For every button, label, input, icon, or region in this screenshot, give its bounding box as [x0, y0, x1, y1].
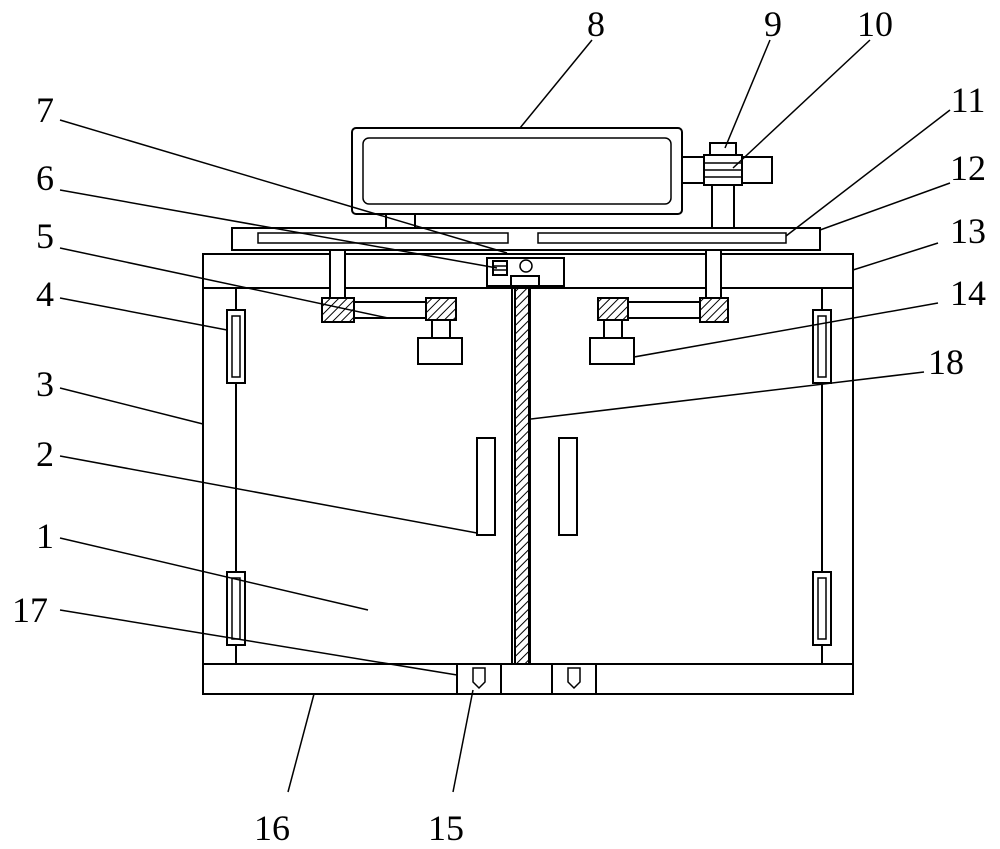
- callout-13: 13: [950, 211, 986, 251]
- callout-17: 17: [12, 590, 48, 630]
- callout-10: 10: [857, 4, 893, 44]
- door-handles: [476, 437, 578, 536]
- callout-15: 15: [428, 808, 464, 848]
- display-unit: [351, 127, 683, 228]
- callout-1: 1: [36, 516, 54, 556]
- callout-9: 9: [764, 4, 782, 44]
- callout-5: 5: [36, 216, 54, 256]
- lead-screw: [514, 287, 530, 665]
- leader-lines: [59, 39, 951, 793]
- callout-6: 6: [36, 158, 54, 198]
- callout-11: 11: [951, 80, 986, 120]
- support-rods: [329, 249, 722, 299]
- callout-7: 7: [36, 90, 54, 130]
- callout-2: 2: [36, 434, 54, 474]
- callout-12: 12: [950, 148, 986, 188]
- callout-14: 14: [950, 273, 986, 313]
- callout-labels: 8 9 10 7 11 6 12 5 13 4 14 3 18 2 1 17 1…: [12, 4, 986, 848]
- callout-8: 8: [587, 4, 605, 44]
- bottom-sensors: [456, 663, 597, 695]
- right-clamp: [589, 297, 729, 365]
- callout-18: 18: [928, 342, 964, 382]
- control-box: [486, 257, 565, 287]
- callout-3: 3: [36, 364, 54, 404]
- motor-assembly: [681, 142, 773, 229]
- callout-4: 4: [36, 274, 54, 314]
- sliding-plate: [231, 227, 821, 251]
- callout-16: 16: [254, 808, 290, 848]
- hinges: [226, 309, 832, 646]
